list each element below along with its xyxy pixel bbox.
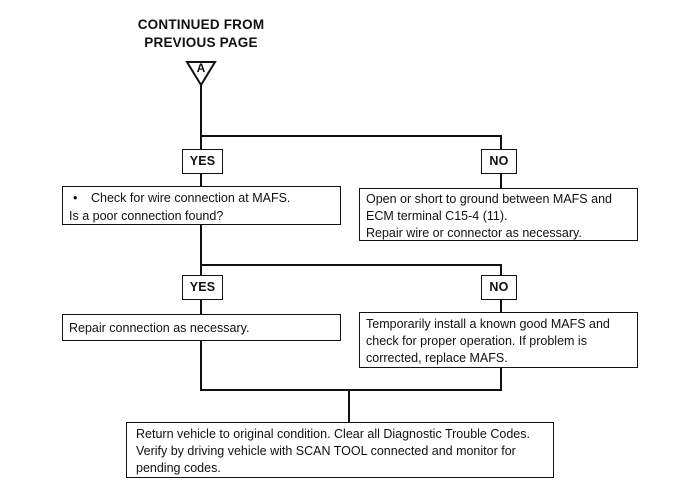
open-short-line2: ECM terminal C15-4 (11). [366, 209, 508, 223]
repair-connection-box: Repair connection as necessary. [62, 314, 341, 341]
edge-left-merge-down [200, 339, 202, 391]
page-connector-label: A [196, 61, 206, 75]
edge-branch1-no-stub [500, 135, 502, 151]
check-wire-connection-box: • Check for wire connection at MAFS. Is a… [62, 186, 341, 225]
edge-merge-horizontal [200, 389, 502, 391]
branch2-yes-badge: YES [182, 275, 223, 300]
branch1-yes-badge: YES [182, 149, 223, 174]
edge-connector-down [200, 85, 202, 137]
branch1-no-badge: NO [481, 149, 517, 174]
edge-branch2-horizontal [200, 264, 502, 266]
page-connector-triangle-icon [185, 61, 217, 87]
install-known-good-mafs-box: Temporarily install a known good MAFS an… [359, 312, 638, 368]
open-short-ground-box: Open or short to ground between MAFS and… [359, 188, 638, 241]
check-wire-line1: • Check for wire connection at MAFS. [69, 189, 334, 207]
check-wire-line1-text: Check for wire connection at MAFS. [91, 191, 291, 205]
page-title-line2: PREVIOUS PAGE [144, 34, 258, 50]
final-line1: Return vehicle to original condition. Cl… [136, 427, 530, 441]
edge-right-merge-down [500, 366, 502, 391]
final-line3: pending codes. [136, 461, 221, 475]
edge-branch1-horizontal [200, 135, 502, 137]
return-vehicle-final-box: Return vehicle to original condition. Cl… [126, 422, 554, 478]
edge-yes2-to-box [200, 297, 202, 316]
edge-merge-to-final [348, 391, 350, 424]
branch2-no-badge: NO [481, 275, 517, 300]
page-title: CONTINUED FROM PREVIOUS PAGE [101, 16, 301, 51]
open-short-line1: Open or short to ground between MAFS and [366, 192, 612, 206]
install-mafs-line3: corrected, replace MAFS. [366, 351, 508, 365]
edge-branch2-no-stub [500, 264, 502, 277]
edge-no2-to-box [500, 297, 502, 314]
edge-branch2-yes-stub [200, 264, 202, 277]
open-short-line3: Repair wire or connector as necessary. [366, 226, 582, 240]
bullet-glyph: • [73, 191, 78, 205]
install-mafs-line2: check for proper operation. If problem i… [366, 334, 587, 348]
edge-branch1-yes-stub [200, 135, 202, 151]
page-title-line1: CONTINUED FROM [137, 17, 265, 32]
final-line2: Verify by driving vehicle with SCAN TOOL… [136, 444, 516, 458]
install-mafs-line1: Temporarily install a known good MAFS an… [366, 317, 610, 331]
check-wire-line2: Is a poor connection found? [69, 209, 224, 223]
repair-connection-line1: Repair connection as necessary. [69, 321, 250, 335]
edge-no1-to-box [500, 172, 502, 189]
edge-yes1-to-box [200, 172, 202, 187]
edge-box1-down [200, 223, 202, 266]
